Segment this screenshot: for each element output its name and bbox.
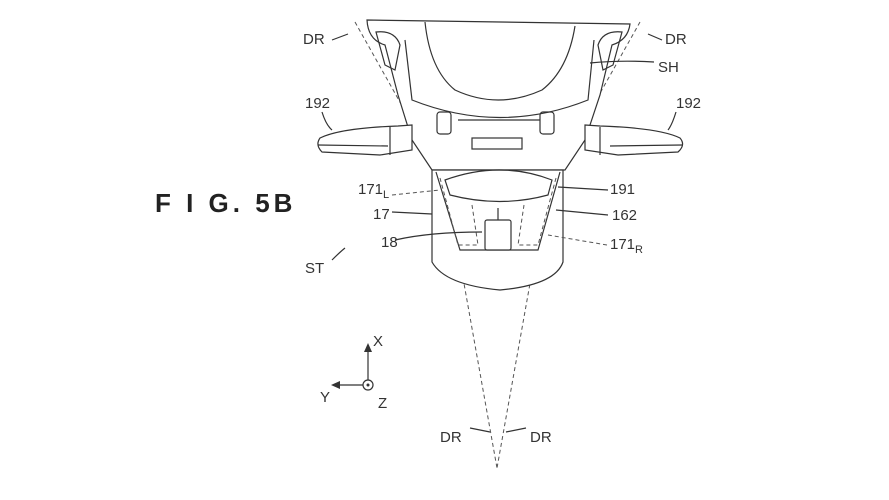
axis-y-label: Y (320, 389, 330, 406)
label-192: 192 (676, 95, 701, 112)
axis-z-label: Z (378, 395, 387, 412)
front-cowl (366, 19, 631, 171)
label-dr: DR (303, 31, 325, 48)
label-sh: SH (658, 59, 679, 76)
handlebar-right (584, 124, 684, 156)
handlebar-left (317, 124, 413, 156)
figure-title: F I G. 5B (155, 188, 296, 218)
label-192: 192 (305, 95, 330, 112)
leader-lines (321, 33, 677, 433)
axis-x-label: X (373, 333, 383, 350)
coordinate-axes (331, 343, 374, 391)
label-171r: 171R (610, 236, 643, 256)
label-191: 191 (610, 181, 635, 198)
label-dr: DR (530, 429, 552, 446)
front-body (431, 169, 564, 291)
label-162: 162 (612, 207, 637, 224)
label-171l: 171L (358, 181, 389, 201)
label-st: ST (305, 260, 324, 277)
label-dr: DR (440, 429, 462, 446)
label-dr: DR (665, 31, 687, 48)
label-18: 18 (381, 234, 398, 251)
sensor-18 (484, 219, 512, 251)
label-17: 17 (373, 206, 390, 223)
